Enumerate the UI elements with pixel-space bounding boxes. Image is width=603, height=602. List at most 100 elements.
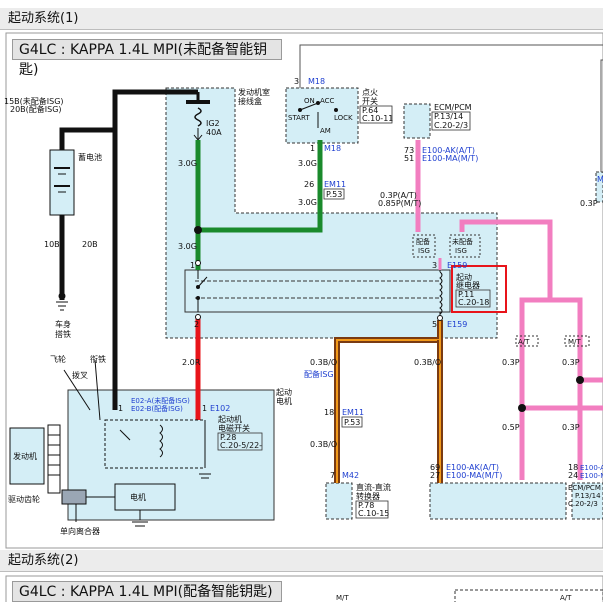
section-header-1: 起动系统(1) xyxy=(0,8,603,30)
label-ecm2-ref-1: P.13/14 xyxy=(575,492,601,500)
label-opt-noisg: 未配备 xyxy=(452,237,473,246)
label-motor: 电机 xyxy=(130,492,146,502)
label-ign-start: START xyxy=(288,114,310,122)
label-pin-5-relay: 5 xyxy=(432,320,437,329)
label-3-0g-1: 3.0G xyxy=(178,159,197,168)
label-e02-a: E02-A(未配备ISG) xyxy=(131,396,190,405)
label-em11-b: EM11 xyxy=(342,408,364,417)
wire-3-0g-right xyxy=(198,140,323,233)
label-mt: M/T xyxy=(568,338,581,346)
label-m18-bot: M18 xyxy=(324,144,341,153)
label-ign-title-1: 点火 xyxy=(362,88,378,97)
ecm-box-bottom-right xyxy=(571,482,603,520)
label-ecm-ref-2: C.20-2/3 xyxy=(434,121,468,130)
label-e159-top: E159 xyxy=(447,261,467,270)
label-0-3p-a2: 0.3P xyxy=(562,358,580,367)
label-15b: 15B(未配备ISG) xyxy=(4,96,64,106)
label-m: M xyxy=(597,175,603,184)
label-ign-title-2: 开关 xyxy=(362,96,378,106)
label-pin-26: 26 xyxy=(304,180,314,189)
label-plunger: 衔铁 xyxy=(90,354,106,364)
label-fuse-amp: 40A xyxy=(206,128,222,137)
label-fork: 拨叉 xyxy=(72,370,88,380)
label-0-3bo-2: 0.3B/O xyxy=(414,358,441,367)
label-ground-1: 车身 xyxy=(55,319,71,329)
label-ref-p53-b: P.53 xyxy=(344,418,360,427)
label-opt-noisg-2: ISG xyxy=(455,247,467,255)
label-dcdc-ref-1: P.78 xyxy=(358,501,374,510)
label-0-5p: 0.5P xyxy=(502,423,520,432)
label-sol-ref-1: P.28 xyxy=(220,433,236,442)
label-0-3bo-3: 0.3B/O xyxy=(310,440,337,449)
label-starter-2: 电机 xyxy=(276,396,292,406)
label-em11: EM11 xyxy=(324,180,346,189)
label-ign-on: ON xyxy=(304,97,315,105)
label-engine: 发动机 xyxy=(13,451,37,461)
diagram-title-1: G4LC : KAPPA 1.4L MPI(未配备智能钥匙) xyxy=(12,39,282,78)
label-e100-ak: E100-AK(A/T) xyxy=(422,146,475,155)
label-starter-1: 起动 xyxy=(276,387,292,397)
label-dcdc-2: 转换器 xyxy=(356,491,380,501)
label-e100-ma2: E100-MA(M/T) xyxy=(446,471,502,480)
label-fuse-name: IG2 xyxy=(206,119,220,128)
label-e102: E102 xyxy=(210,404,230,413)
label-dcdc-1: 直流-直流 xyxy=(356,482,391,492)
label-pin-73: 73 xyxy=(404,146,414,155)
label-opt-isg: 配备 xyxy=(416,237,430,246)
label-mt2: M/T xyxy=(336,594,349,602)
label-battery: 蓄电池 xyxy=(78,152,102,162)
battery xyxy=(49,149,75,216)
label-with-isg: 配备ISG xyxy=(304,369,334,379)
label-ign-ref-1: P.64 xyxy=(362,106,378,115)
label-e02-b: E02-B(配备ISG) xyxy=(131,404,183,413)
label-relay-ref-2: C.20-18 xyxy=(458,298,489,307)
label-pin-2-relay: 2 xyxy=(194,320,199,329)
label-pin-3-e159: 3 xyxy=(432,261,437,270)
label-ecm-title: ECM/PCM xyxy=(434,103,472,112)
label-sol-1: 起动机 xyxy=(218,414,242,424)
label-at: A/T xyxy=(518,338,530,346)
label-at2: A/T xyxy=(560,594,572,602)
label-20b: 20B xyxy=(82,240,98,249)
label-pin-1-m18: 1 xyxy=(310,144,315,153)
label-clutch: 单向离合器 xyxy=(60,526,100,536)
label-e100-ak3: E100-AK(A/T xyxy=(580,464,603,472)
starter-relay xyxy=(184,269,451,313)
label-pin-69: 69 xyxy=(430,463,440,472)
label-relay-title-1: 起动 xyxy=(456,272,472,282)
wire-0-3bo-left xyxy=(334,320,443,483)
label-e100-ak2: E100-AK(A/T) xyxy=(446,463,499,472)
label-0-3p-at: 0.3P(A/T) xyxy=(380,191,417,200)
label-0-3p-right: 0.3P xyxy=(580,199,598,208)
label-3-0g-3: 3.0G xyxy=(298,159,317,168)
label-pin-3: 3 xyxy=(294,77,299,86)
label-m18-top: M18 xyxy=(308,77,325,86)
diagram-title-2: G4LC : KAPPA 1.4L MPI(配备智能钥匙) xyxy=(12,581,282,602)
label-ecm-ref-1: P.13/14 xyxy=(434,112,463,121)
label-relay-ref-1: P.11 xyxy=(458,290,474,299)
wire-0-3p-right xyxy=(459,219,553,480)
label-3-0g-2: 3.0G xyxy=(178,242,197,251)
section-header-2: 起动系统(2) xyxy=(0,550,603,572)
label-2-0r: 2.0R xyxy=(182,358,201,367)
label-opt-isg-2: ISG xyxy=(418,247,430,255)
label-ref-p53: P.53 xyxy=(326,190,342,199)
label-m42: M42 xyxy=(342,471,359,480)
label-ign-lock: LOCK xyxy=(334,114,353,122)
label-flywheel: 飞轮 xyxy=(50,354,66,364)
label-0-85p-mt: 0.85P(M/T) xyxy=(378,199,421,208)
label-pin-24r: 24 xyxy=(568,471,578,480)
label-0-3p-a1: 0.3P xyxy=(502,358,520,367)
label-ecm2-title: ECM/PCM xyxy=(568,484,601,492)
label-ecm2-ref-2: C.20-2/3 xyxy=(568,500,598,508)
label-20b-isg: 20B(配备ISG) xyxy=(10,104,62,114)
label-pin-1-relay: 1 xyxy=(190,261,195,270)
label-pin-27: 27 xyxy=(430,471,440,480)
label-0-3p-a3: 0.3P xyxy=(562,423,580,432)
label-engine-room-2: 接线盒 xyxy=(238,96,262,106)
label-ign-ref-2: C.10-11 xyxy=(362,114,393,123)
label-e100-ma: E100-MA(M/T) xyxy=(422,154,478,163)
label-pin-18r: 18 xyxy=(568,463,578,472)
label-ign-acc: ACC xyxy=(320,97,335,105)
